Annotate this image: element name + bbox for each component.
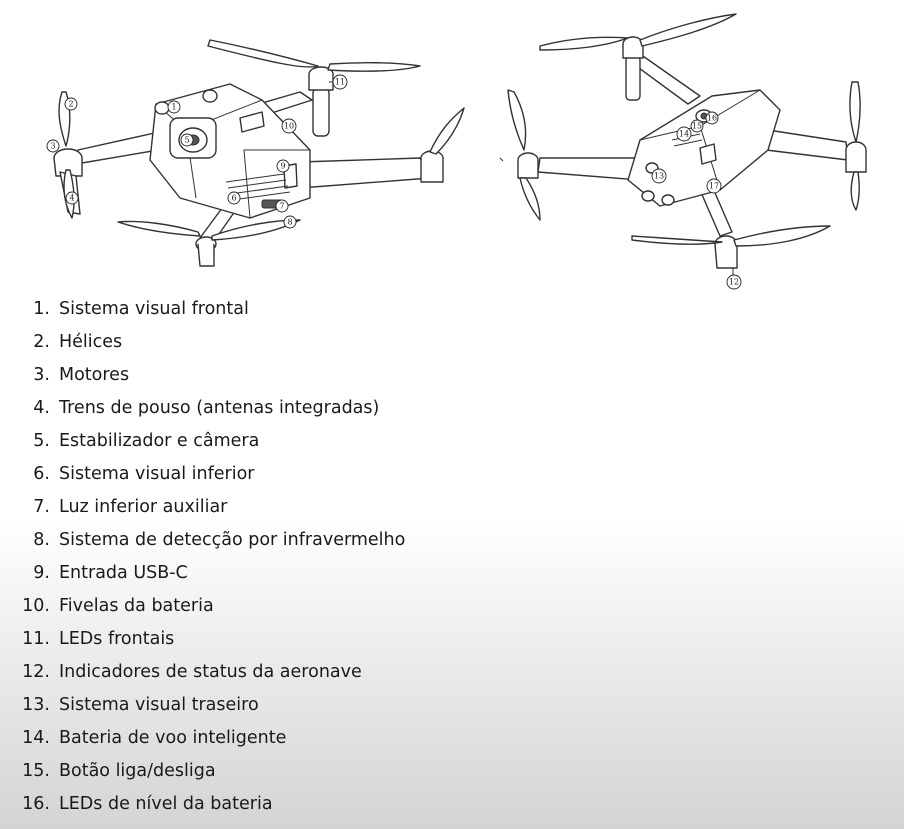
callout-1: 1 [167,100,181,114]
svg-text:5: 5 [184,136,189,145]
callout-7: 7 [275,199,289,213]
callout-9: 9 [276,159,290,173]
part-label: Sistema de detecção por infravermelho [59,530,406,550]
part-number: 9. [33,563,50,583]
svg-text:11: 11 [335,78,345,87]
part-number: 3. [33,365,50,385]
svg-text:7: 7 [279,202,284,211]
right-view-callouts: 12 13 14 15 16 17 [651,111,742,290]
svg-text:10: 10 [284,122,294,131]
svg-text:1: 1 [171,103,176,112]
part-label: Sistema visual inferior [59,464,255,484]
callout-10: 10 [281,118,297,134]
part-label: Motores [59,365,130,385]
part-label: Luz inferior auxiliar [59,497,228,517]
svg-text:12: 12 [729,278,739,287]
part-number: 12. [22,662,50,682]
part-number: 6. [33,464,50,484]
left-view-callouts: 1 2 3 4 5 6 7 8 [46,74,348,229]
part-label: Sistema visual traseiro [59,695,259,715]
part-label: LEDs de nível da bateria [59,794,273,814]
drone-diagram-svg: 1 2 3 4 5 6 7 8 [46,13,867,290]
part-label: Bateria de voo inteligente [59,728,287,748]
part-number: 14. [22,728,50,748]
part-number: 11. [22,629,50,649]
svg-text:4: 4 [69,194,74,203]
drone-front-view [53,39,465,267]
callout-6: 6 [227,191,241,205]
part-label: LEDs frontais [59,629,175,649]
part-label: Trens de pouso (antenas integradas) [59,398,380,418]
callout-3: 3 [46,139,60,153]
svg-text:8: 8 [287,218,292,227]
part-label: Fivelas da bateria [59,596,214,616]
svg-text:3: 3 [50,142,55,151]
callout-15: 15 [690,119,704,133]
callout-2: 2 [64,97,78,111]
part-number: 4. [33,398,50,418]
callout-5: 5 [180,133,194,147]
part-label: Botão liga/desliga [59,761,216,781]
callout-11: 11 [329,74,348,90]
callout-12: 12 [726,268,742,290]
callout-8: 8 [283,215,297,229]
svg-text:14: 14 [679,130,689,139]
svg-text:17: 17 [709,182,719,191]
callout-4: 4 [65,191,79,205]
part-number: 13. [22,695,50,715]
part-label: Estabilizador e câmera [59,431,260,451]
svg-text:13: 13 [654,172,664,181]
part-label: Entrada USB-C [59,563,188,583]
part-label: Hélices [59,332,123,352]
part-number: 10. [22,596,50,616]
svg-text:9: 9 [280,162,285,171]
svg-text:2: 2 [68,100,73,109]
part-number: 5. [33,431,50,451]
part-number: 15. [22,761,50,781]
svg-text:16: 16 [707,114,717,123]
part-label: Indicadores de status da aeronave [59,662,362,682]
svg-text:15: 15 [692,122,702,131]
part-label: Sistema visual frontal [59,299,249,319]
callout-17: 17 [706,178,722,194]
part-number: 1. [33,299,50,319]
part-number: 8. [33,530,50,550]
part-number: 2. [33,332,50,352]
drone-diagram: 1 2 3 4 5 6 7 8 [0,0,904,292]
part-number: 7. [33,497,50,517]
callout-13: 13 [651,168,667,184]
callout-14: 14 [676,126,692,142]
part-number: 16. [22,794,50,814]
callout-16: 16 [705,111,719,125]
svg-text:6: 6 [231,194,236,203]
